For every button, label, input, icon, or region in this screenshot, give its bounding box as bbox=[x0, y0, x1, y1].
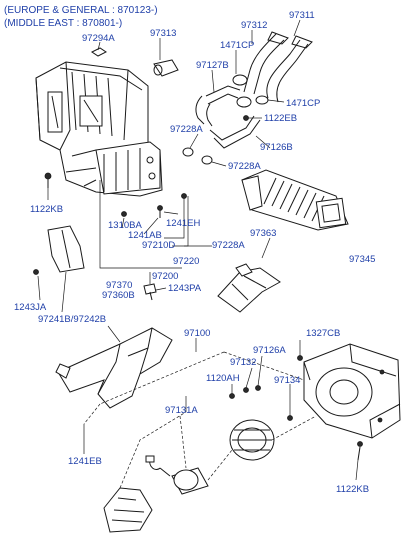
lower-cover-part bbox=[103, 487, 153, 533]
label-97345: 97345 bbox=[349, 254, 375, 265]
blower-housing-97100-part bbox=[303, 343, 401, 439]
label-97200: 97200 bbox=[152, 271, 178, 282]
label-97363: 97363 bbox=[250, 228, 276, 239]
duct-97363-part bbox=[217, 263, 281, 313]
label-1122kb-upper: 1122KB bbox=[30, 204, 63, 215]
label-97312: 97312 bbox=[241, 20, 267, 31]
pipe-97127b-part bbox=[195, 85, 241, 127]
part-labels: 97294A 97313 97311 97312 1471CP 97127B 1… bbox=[14, 10, 375, 495]
region-note-middle-east: (MIDDLE EAST : 870801-) bbox=[4, 18, 122, 29]
label-1122kb-lower: 1122KB bbox=[336, 484, 369, 495]
duct-97345-part bbox=[241, 169, 349, 231]
duct-97241b-part bbox=[55, 327, 173, 409]
blower-motor-97131a-part bbox=[145, 455, 209, 495]
label-1122eb: 1122EB bbox=[264, 113, 297, 124]
label-97126a: 97126A bbox=[253, 345, 286, 356]
region-note-europe: (EUROPE & GENERAL : 870123-) bbox=[4, 5, 158, 16]
bolt-1243pa-part bbox=[143, 283, 157, 301]
grommet-97313-part bbox=[153, 59, 179, 77]
hose-97312-part bbox=[243, 31, 289, 95]
label-1243pa: 1243PA bbox=[168, 283, 202, 294]
leader-lines bbox=[37, 19, 359, 481]
fasteners-part bbox=[33, 172, 363, 461]
blower-wheel-part bbox=[229, 419, 275, 461]
label-97210d: 97210D bbox=[142, 240, 175, 251]
label-1120ah: 1120AH bbox=[206, 373, 240, 384]
label-97127b: 97127B bbox=[196, 60, 229, 71]
label-97313: 97313 bbox=[150, 28, 176, 39]
label-97132: 97132 bbox=[230, 357, 256, 368]
label-97228a-middle: 97228A bbox=[228, 161, 261, 172]
label-97100: 97100 bbox=[184, 328, 210, 339]
label-1243ja: 1243JA bbox=[14, 302, 47, 313]
clip-97294a-part bbox=[91, 47, 107, 57]
label-1471cp-right: 1471CP bbox=[286, 98, 320, 109]
label-1241eh: 1241EH bbox=[166, 218, 200, 229]
heater-unit-97210d-part bbox=[35, 61, 163, 197]
hose-97311-part bbox=[266, 35, 313, 103]
label-97228a-upper: 97228A bbox=[170, 124, 203, 135]
clamp-97228a-part bbox=[182, 147, 213, 165]
pipe-97126b-part bbox=[209, 115, 261, 149]
label-97220: 97220 bbox=[173, 256, 199, 267]
label-97294a: 97294A bbox=[82, 33, 115, 44]
label-1471cp-top: 1471CP bbox=[220, 40, 254, 51]
label-1327cb: 1327CB bbox=[306, 328, 340, 339]
hose-clamp-1471cp-part bbox=[232, 74, 269, 108]
label-97311: 97311 bbox=[289, 10, 315, 21]
label-97360b: 97360B bbox=[102, 290, 135, 301]
label-97126b: 97126B bbox=[260, 142, 293, 153]
label-97131a: 97131A bbox=[165, 405, 198, 416]
duct-97370-part bbox=[47, 225, 85, 273]
label-97370: 97370 bbox=[106, 280, 132, 291]
label-97228a-lower: 97228A bbox=[212, 240, 245, 251]
label-1241eb: 1241EB bbox=[68, 456, 102, 467]
label-97241b-97242b: 97241B/97242B bbox=[38, 314, 106, 325]
label-97134: 97134 bbox=[274, 375, 300, 386]
label-1241ab: 1241AB bbox=[128, 230, 162, 241]
assembly-dashed-lines bbox=[83, 351, 317, 489]
screw-1122eb-part bbox=[243, 115, 249, 121]
label-1310ba: 1310BA bbox=[108, 220, 142, 231]
